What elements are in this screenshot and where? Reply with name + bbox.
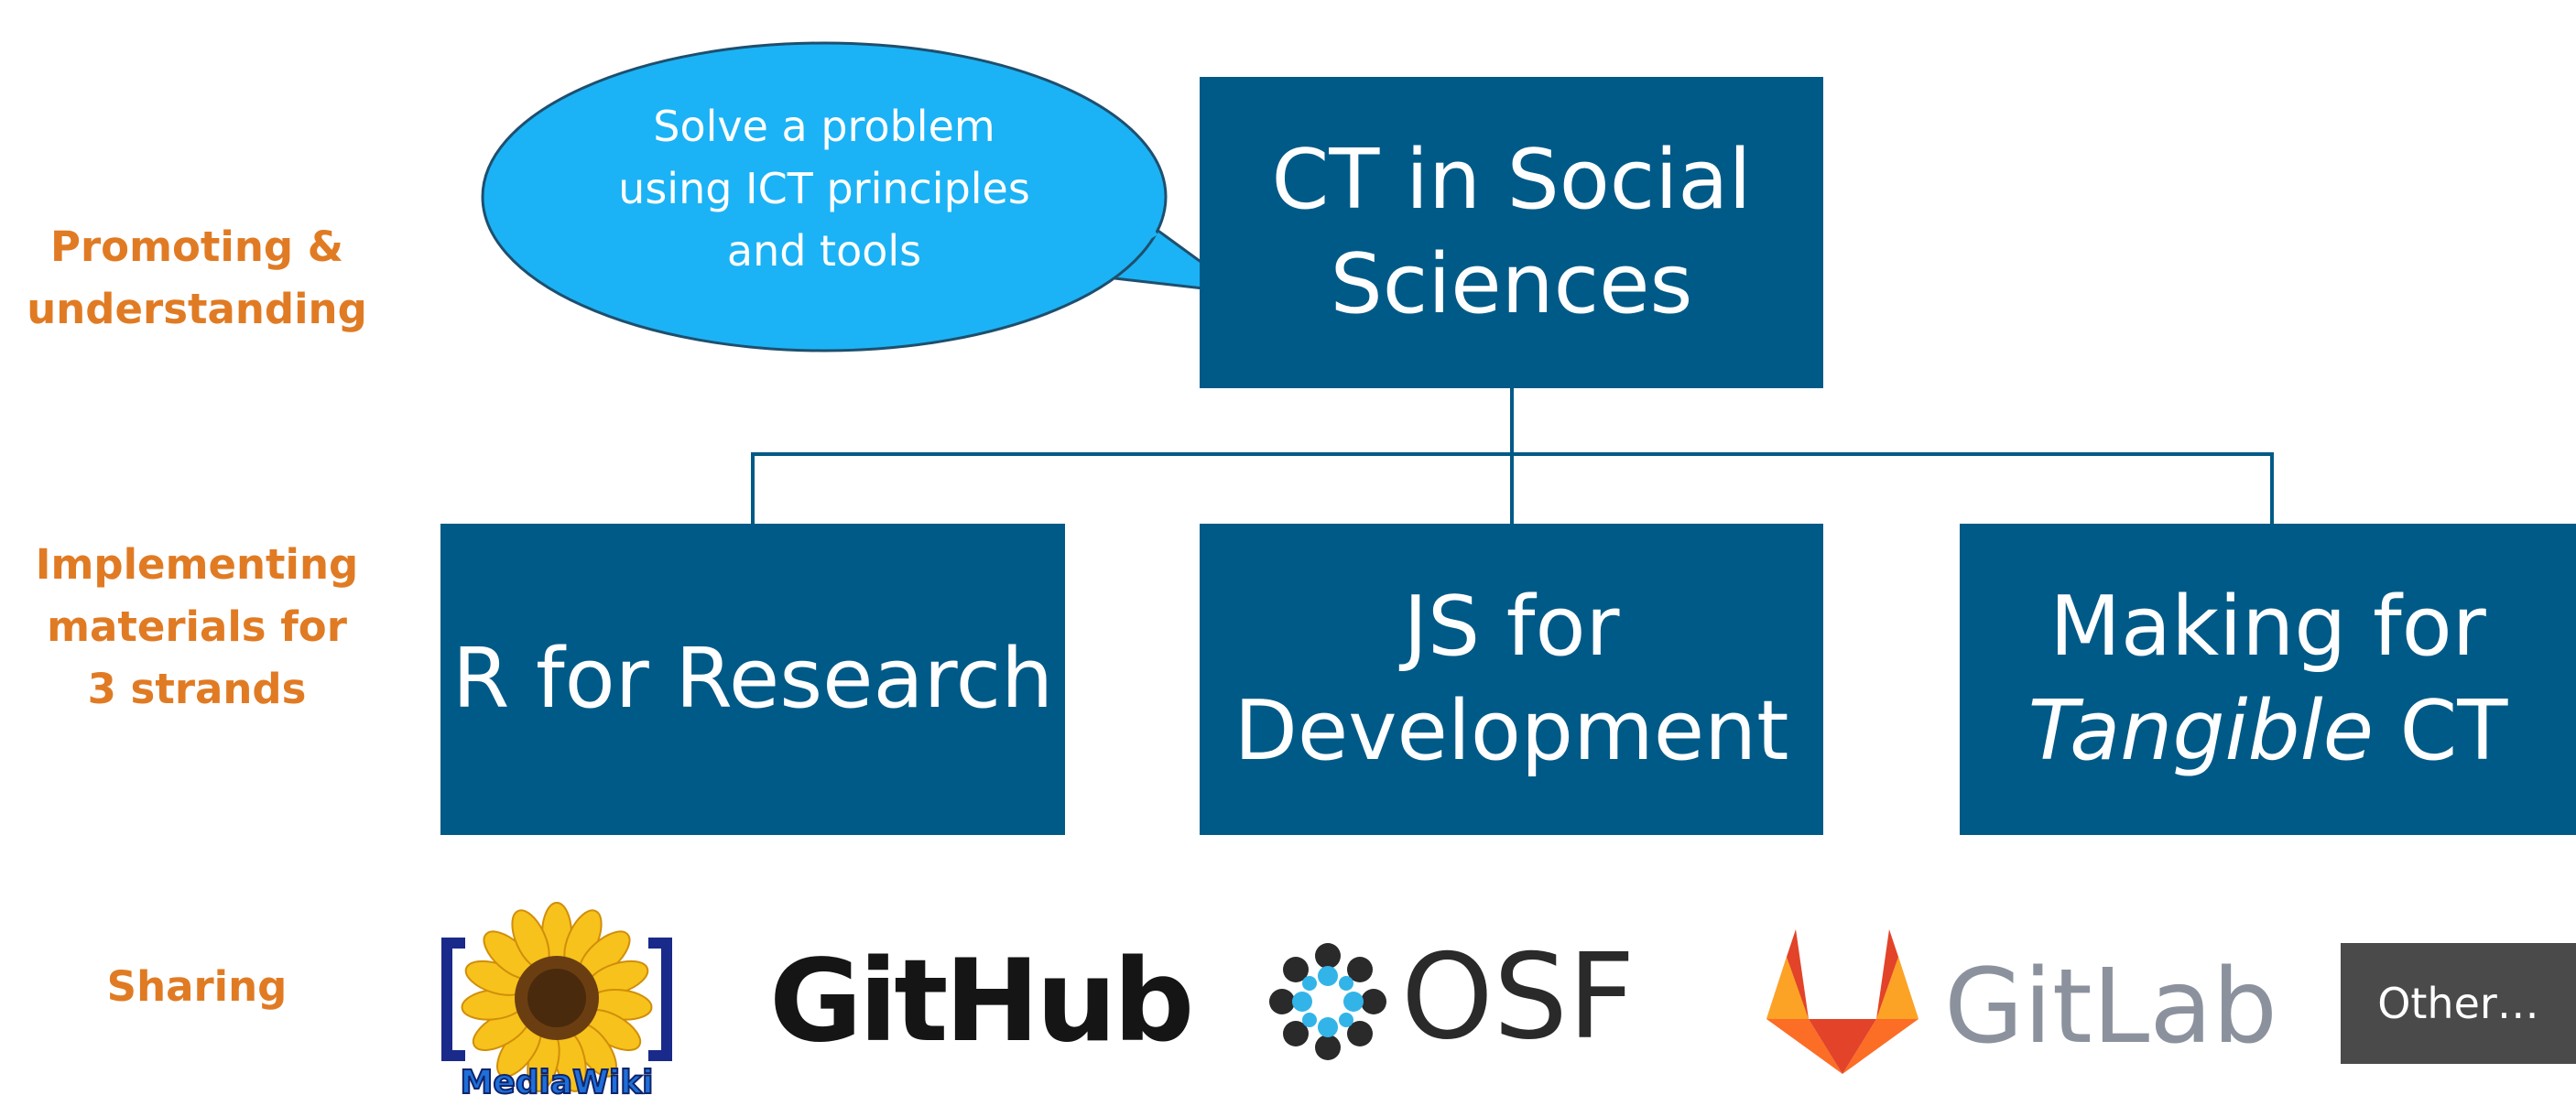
strand-r-line-1: R for Research	[451, 631, 1054, 727]
connector-right-drop	[2270, 452, 2274, 524]
strand-making-rest: CT	[2373, 683, 2508, 779]
mediawiki-wordmark: MediaWiki	[460, 1063, 655, 1102]
strand-making-italic: Tangible	[2027, 683, 2374, 779]
other-platforms-box: Other…	[2341, 943, 2576, 1064]
label-implementing-line-2: materials for	[47, 602, 347, 651]
gitlab-fox-icon	[1766, 929, 1918, 1074]
bubble-line-1: Solve a problem	[653, 102, 995, 151]
label-implementing-line-3: 3 strands	[87, 665, 307, 713]
strand-js-line-2: Development	[1234, 683, 1789, 779]
osf-wordmark: OSF	[1401, 929, 1636, 1066]
osf-icon	[1269, 943, 1386, 1060]
root-line-2: Sciences	[1330, 236, 1693, 332]
label-promoting-line-2: understanding	[27, 285, 367, 333]
strand-box-r-research: R for Research	[440, 524, 1065, 835]
strand-making-line-1: Making for	[2049, 579, 2486, 675]
bubble-line-3: and tools	[726, 226, 922, 276]
strand-js-line-1: JS for	[1403, 579, 1620, 675]
connector-horizontal	[751, 452, 2274, 456]
label-promoting-understanding: Promoting & understanding	[18, 216, 375, 341]
speech-bubble-text: Solve a problem using ICT principles and…	[540, 95, 1108, 282]
strand-box-js-development: JS for Development	[1200, 524, 1823, 835]
root-box-ct-social-sciences: CT in Social Sciences	[1200, 77, 1823, 388]
osf-logo: OSF	[1264, 934, 1667, 1071]
label-promoting-line-1: Promoting &	[50, 222, 343, 271]
label-sharing: Sharing	[106, 962, 288, 1011]
label-implementing-line-1: Implementing	[35, 540, 359, 589]
sunflower-icon	[441, 902, 672, 1092]
strand-box-making-tangible: Making for Tangible CT	[1960, 524, 2576, 835]
github-logo: GitHub	[769, 936, 1194, 1068]
connector-vertical-root	[1510, 388, 1514, 524]
bubble-line-2: using ICT principles	[618, 164, 1030, 213]
root-line-1: CT in Social	[1271, 132, 1752, 228]
strand-making-line-2: Tangible CT	[2028, 679, 2508, 784]
gitlab-wordmark: GitLab	[1944, 948, 2277, 1067]
connector-left-drop	[751, 452, 755, 524]
label-implementing-materials: Implementing materials for 3 strands	[18, 534, 375, 721]
mediawiki-logo: MediaWiki	[438, 895, 676, 1102]
gitlab-logo: GitLab	[1763, 929, 2277, 1085]
